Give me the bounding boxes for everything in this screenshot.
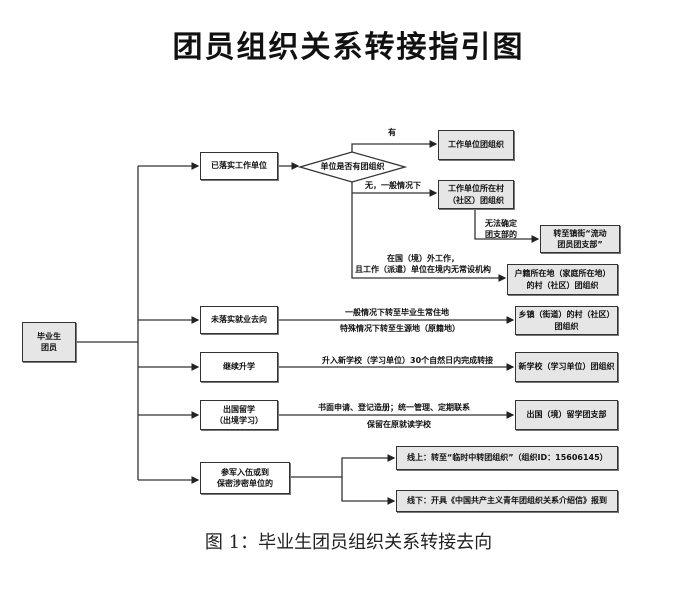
root-graduate-member: 毕业生 团员 [22,322,76,362]
page-title: 团员组织关系转接指引图 [172,30,525,65]
unemployed-note-2: 特殊情况下转至生源地（原籍地） [340,324,460,333]
overseas-org: 出国（境）留学团支部 [515,400,618,430]
overseas-note-1: 书面申请、登记造册；统一管理、定期联系 [318,403,470,412]
study-note: 升入新学校（学习单位）30个自然日内完成转接 [322,356,494,365]
yes-label: 有 [388,128,396,137]
study-node: 继续升学 [200,352,278,382]
overseas-node: 出国留学 （出境学习） [200,400,278,430]
employed-node: 已落实工作单位 [200,152,278,180]
overseas-note-2: 保留在原就读学校 [367,420,431,429]
figure-caption: 图 1：毕业生团员组织关系转接去向 [204,532,493,553]
household-org: 户籍所在地（家庭所在地） 的村（社区）团组织 [507,264,618,295]
online-transfer: 线上：转至“临时中转团组织”（组织ID：15606145） [396,446,618,470]
no-label: 无，一般情况下 [365,181,421,190]
floating-branch: 转至镇街“流动 团员团支部” [540,225,620,253]
township-org: 乡镇（街道）的村（社区） 团组织 [515,306,618,335]
decision-node: 单位是否有团组织 [320,162,385,171]
unemployed-note-1: 一般情况下转至毕业生常住地 [345,308,449,317]
village-org: 工作单位所在村 （社区）团组织 [438,180,514,209]
work-unit-org: 工作单位团组织 [438,130,514,160]
military-node: 参军入伍或到 保密涉密单位的 [200,462,290,494]
undetermined-label: 无法确定 团支部的 [485,219,517,240]
abroad-work-label: 在国（境）外工作， 且工作（派遣）单位在境内无常设机构 [355,254,491,275]
unemployed-node: 未落实就业去向 [200,306,278,334]
offline-transfer: 线下：开具《中国共产主义青年团组织关系介绍信》报到 [396,490,618,512]
new-school-org: 新学校（学习单位）团组织 [515,352,618,382]
